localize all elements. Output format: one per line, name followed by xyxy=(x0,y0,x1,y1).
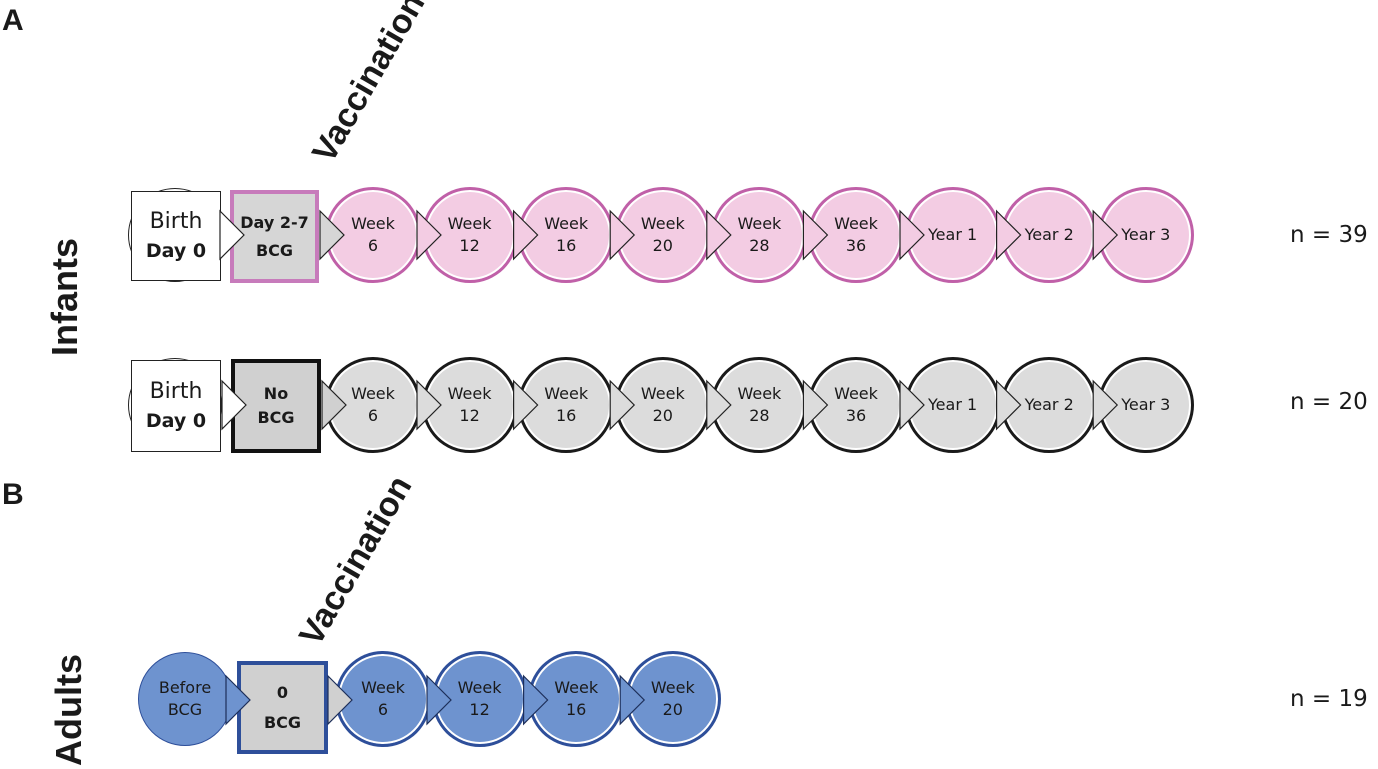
timepoint-label: Week xyxy=(544,214,589,233)
timepoint-circle: Week 12 xyxy=(422,358,517,452)
timepoint-label: Year 1 xyxy=(928,225,978,244)
timepoint-circle: Year 1 xyxy=(905,358,1000,452)
timepoint-value: 16 xyxy=(556,236,577,255)
timepoint-value: 36 xyxy=(845,406,867,425)
timepoint-label: Week xyxy=(447,214,492,233)
vaccine-sub-row1: BCG xyxy=(255,240,294,260)
timepoint-label: Week xyxy=(544,384,589,403)
timepoint-circle: Week 16 xyxy=(529,652,624,746)
timepoint-value: 20 xyxy=(652,406,673,425)
vaccine-node-row2: No BCG xyxy=(231,359,321,453)
vaccine-label-row1: Day 2-7 xyxy=(240,212,309,232)
birth-day-row2: Day 0 xyxy=(145,410,207,432)
vaccine-node-row1: Day 2-7 BCG xyxy=(230,190,319,283)
timepoint-circle: Year 3 xyxy=(1098,358,1193,452)
timepoint-label: Week xyxy=(640,384,685,403)
timepoint-circle: Week 16 xyxy=(519,358,614,452)
vaccine-sub-adults: BCG xyxy=(263,712,302,732)
timepoint-circle: Week 28 xyxy=(712,358,807,452)
timepoint-circle: Week 20 xyxy=(615,358,710,452)
timepoint-label: Week xyxy=(447,384,492,403)
birth-node-row1: Birth Day 0 xyxy=(131,191,221,281)
timepoint-label: Year 3 xyxy=(1121,395,1171,414)
vaccine-sub-row2: BCG xyxy=(257,408,295,427)
vaccine-label-adults: 0 xyxy=(276,682,289,702)
timepoint-value: 6 xyxy=(367,406,379,425)
group-label-infants: Infants xyxy=(44,237,85,356)
group-label-adults: Adults xyxy=(48,654,89,766)
before-sub-adults: BCG xyxy=(167,700,203,719)
vaccine-node-adults: 0 BCG xyxy=(237,661,328,754)
timepoint-label: Week xyxy=(457,678,502,697)
n-label-row2: n = 20 xyxy=(1290,389,1368,415)
timepoint-circle: Week 28 xyxy=(712,188,807,282)
panel-a-label: A xyxy=(2,4,24,37)
timepoint-circle: Week 12 xyxy=(432,652,527,746)
before-label-adults: Before xyxy=(158,678,212,697)
timepoint-value: 12 xyxy=(459,406,480,425)
timepoint-label: Year 2 xyxy=(1024,395,1074,414)
timepoint-label: Week xyxy=(834,384,878,403)
timepoint-label: Week xyxy=(351,384,395,403)
timepoint-value: 16 xyxy=(566,700,587,719)
timepoint-value: 6 xyxy=(367,236,379,255)
timepoint-circle: Year 1 xyxy=(905,188,1000,282)
timepoint-label: Week xyxy=(351,214,395,233)
birth-day-row1: Day 0 xyxy=(145,240,207,262)
timepoint-label: Week xyxy=(554,678,599,697)
timepoint-circle: Year 3 xyxy=(1098,188,1193,282)
panel-b-label: B xyxy=(2,478,24,511)
timepoint-circle: Year 2 xyxy=(1002,188,1097,282)
timepoint-label: Week xyxy=(640,214,685,233)
timepoint-label: Year 1 xyxy=(928,395,978,414)
timepoint-label: Week xyxy=(361,678,405,697)
timepoint-label: Year 3 xyxy=(1121,225,1171,244)
timepoint-circle: Week 16 xyxy=(519,188,614,282)
vaccine-label-row2: No xyxy=(263,384,289,403)
timepoint-value: 36 xyxy=(845,236,867,255)
timepoint-value: 12 xyxy=(469,700,490,719)
timepoint-value: 28 xyxy=(749,236,770,255)
timepoint-circle: Week 36 xyxy=(809,188,903,282)
timepoint-label: Year 2 xyxy=(1024,225,1074,244)
birth-label-row2: Birth xyxy=(149,379,203,404)
timepoint-value: 20 xyxy=(652,236,673,255)
timepoint-value: 20 xyxy=(662,700,683,719)
timepoint-label: Week xyxy=(737,214,782,233)
timepoint-circle: Week 6 xyxy=(336,652,430,746)
vaccination-label-a: Vaccination xyxy=(305,0,433,169)
timepoint-value: 12 xyxy=(459,236,480,255)
timepoint-value: 16 xyxy=(556,406,577,425)
timepoint-circle: Week 6 xyxy=(326,188,420,282)
before-node-adults: Before BCG xyxy=(138,652,232,746)
timepoint-circle: Week 6 xyxy=(326,358,420,452)
timepoint-circle: Week 12 xyxy=(422,188,517,282)
timepoint-value: 28 xyxy=(749,406,770,425)
n-label-adults: n = 19 xyxy=(1290,686,1368,712)
birth-node-row2: Birth Day 0 xyxy=(131,360,221,452)
timepoint-circle: Week 20 xyxy=(625,652,720,746)
n-label-row1: n = 39 xyxy=(1290,222,1368,248)
timepoint-circle: Year 2 xyxy=(1002,358,1097,452)
timepoint-label: Week xyxy=(834,214,878,233)
timepoint-label: Week xyxy=(650,678,695,697)
timepoint-circle: Week 36 xyxy=(809,358,903,452)
timepoint-label: Week xyxy=(737,384,782,403)
timepoint-circle: Week 20 xyxy=(615,188,710,282)
birth-label-row1: Birth xyxy=(149,209,203,234)
vaccination-label-b: Vaccination xyxy=(292,469,420,652)
timepoint-value: 6 xyxy=(377,700,389,719)
